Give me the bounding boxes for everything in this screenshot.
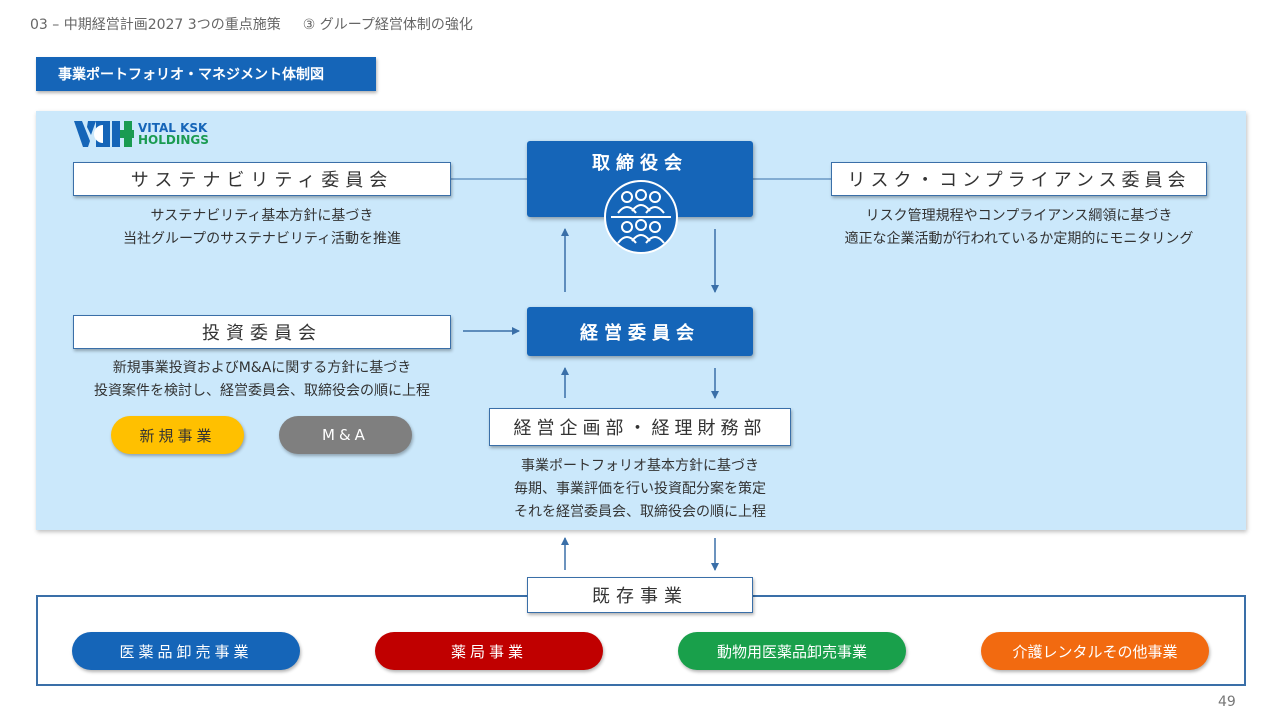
sustainability-description: サステナビリティ基本方針に基づき 当社グループのサステナビリティ活動を推進 <box>73 205 451 251</box>
investment-description: 新規事業投資およびM&Aに関する方針に基づき 投資案件を検討し、経営委員会、取締… <box>73 357 451 403</box>
planning-desc-line3: それを経営委員会、取締役会の順に上程 <box>514 504 766 520</box>
existing-label: 既存事業 <box>592 586 688 607</box>
business-label: 医薬品卸売事業 <box>119 642 253 661</box>
risk-desc-line1: リスク管理規程やコンプライアンス綱領に基づき <box>865 208 1173 224</box>
risk-description: リスク管理規程やコンプライアンス綱領に基づき 適正な企業活動が行われているか定期… <box>819 205 1219 251</box>
planning-label: 経営企画部・経理財務部 <box>513 418 767 439</box>
business-pill-veterinary: 動物用医薬品卸売事業 <box>678 632 906 670</box>
ma-tag: M&A <box>279 416 412 454</box>
sustainability-desc-line1: サステナビリティ基本方針に基づき <box>150 208 374 224</box>
investment-label: 投資委員会 <box>202 323 322 344</box>
business-label: 介護レンタルその他事業 <box>1012 642 1178 661</box>
new-business-label: 新規事業 <box>139 426 216 445</box>
business-label: 薬局事業 <box>450 642 527 661</box>
new-business-tag: 新規事業 <box>111 416 244 454</box>
sustainability-committee-box: サステナビリティ委員会 <box>73 162 451 196</box>
breadcrumb: 03 – 中期経営計画2027 3つの重点施策 ③ グループ経営体制の強化 <box>30 14 473 34</box>
sustainability-label: サステナビリティ委員会 <box>130 170 394 191</box>
management-committee-box: 経営委員会 <box>527 307 753 356</box>
risk-desc-line2: 適正な企業活動が行われているか定期的にモニタリング <box>844 231 1194 247</box>
business-label: 動物用医薬品卸売事業 <box>716 642 867 661</box>
page-number: 49 <box>1218 694 1236 710</box>
planning-desc-line1: 事業ポートフォリオ基本方針に基づき <box>521 458 759 474</box>
board-label: 取締役会 <box>592 153 688 174</box>
risk-compliance-committee-box: リスク・コンプライアンス委員会 <box>831 162 1207 196</box>
planning-desc-line2: 毎期、事業評価を行い投資配分案を策定 <box>514 481 766 497</box>
breadcrumb-left: 03 – 中期経営計画2027 3つの重点施策 <box>30 17 281 33</box>
logo-line1: VITAL KSK <box>138 121 208 135</box>
logo-line2: HOLDINGS <box>138 133 209 147</box>
people-meeting-icon <box>604 180 678 254</box>
investment-desc-line2: 投資案件を検討し、経営委員会、取締役会の順に上程 <box>94 383 430 399</box>
management-label: 経営委員会 <box>580 322 700 344</box>
vital-ksk-logo-icon <box>74 121 134 147</box>
board-of-directors-box: 取締役会 <box>527 141 753 217</box>
business-pill-pharmacy: 薬局事業 <box>375 632 603 670</box>
existing-business-box: 既存事業 <box>527 577 753 613</box>
risk-label: リスク・コンプライアンス委員会 <box>847 170 1191 191</box>
planning-finance-box: 経営企画部・経理財務部 <box>489 408 791 446</box>
investment-committee-box: 投資委員会 <box>73 315 451 349</box>
business-pill-pharma-wholesale: 医薬品卸売事業 <box>72 632 300 670</box>
planning-description: 事業ポートフォリオ基本方針に基づき 毎期、事業評価を行い投資配分案を策定 それを… <box>460 455 820 524</box>
sustainability-desc-line2: 当社グループのサステナビリティ活動を推進 <box>122 231 402 247</box>
breadcrumb-right: ③ グループ経営体制の強化 <box>302 17 473 33</box>
business-pill-nursing-rental: 介護レンタルその他事業 <box>981 632 1209 670</box>
company-logo: VITAL KSK HOLDINGS <box>74 121 209 147</box>
ma-label: M&A <box>322 426 369 444</box>
section-title: 事業ポートフォリオ・マネジメント体制図 <box>36 57 376 91</box>
investment-desc-line1: 新規事業投資およびM&Aに関する方針に基づき <box>112 360 412 376</box>
